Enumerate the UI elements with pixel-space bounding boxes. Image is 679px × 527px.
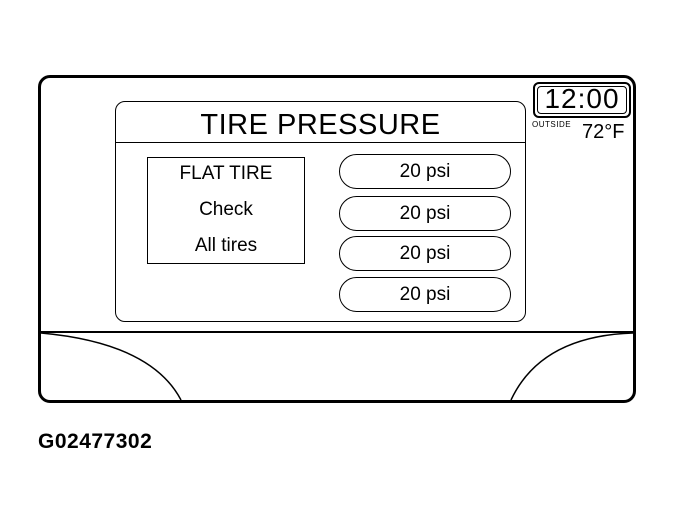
title-divider — [116, 142, 525, 143]
bezel-divider — [41, 331, 633, 333]
outside-label: OUTSIDE — [532, 120, 572, 129]
tire-reading-4: 20 psi — [339, 277, 511, 312]
display-bezel — [38, 75, 636, 403]
warning-line-flat-tire: FLAT TIRE — [179, 163, 273, 184]
figure-id: G02477302 — [38, 430, 153, 453]
tire-pressure-screen: TIRE PRESSURE FLAT TIRE Check All tires … — [115, 101, 526, 322]
bezel-lower-curves — [41, 332, 633, 400]
clock-time: 12:00 — [544, 83, 620, 114]
outside-temperature: 72°F — [582, 121, 625, 143]
clock-display: 12:00 — [533, 82, 631, 118]
flat-tire-warning-box: FLAT TIRE Check All tires — [147, 157, 305, 264]
tire-reading-3: 20 psi — [339, 236, 511, 271]
warning-line-all-tires: All tires — [194, 235, 258, 256]
tire-reading-2: 20 psi — [339, 196, 511, 231]
tire-reading-1: 20 psi — [339, 154, 511, 189]
clock-inner-frame — [537, 86, 627, 114]
screen-title: TIRE PRESSURE — [200, 109, 441, 141]
warning-line-check: Check — [199, 199, 253, 220]
